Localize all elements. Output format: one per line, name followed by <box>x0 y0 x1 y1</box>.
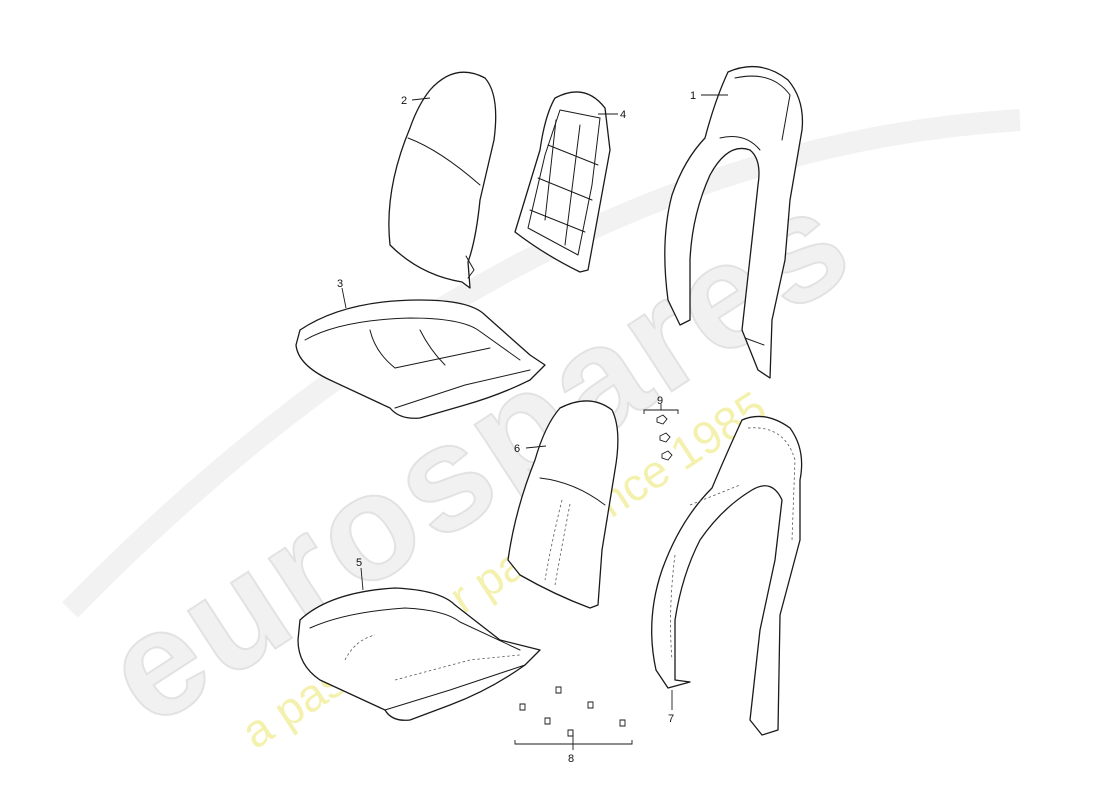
callout-9: 9 <box>657 395 663 407</box>
leader-6 <box>525 445 547 449</box>
callout-leaders <box>341 94 728 750</box>
leader-9-bracket <box>643 404 679 414</box>
part-8-clips <box>519 686 626 737</box>
callout-2: 2 <box>401 95 407 107</box>
part-2-backrest-cover <box>388 71 497 289</box>
watermark-swoosh <box>62 109 1021 618</box>
part-9-clips <box>656 414 673 461</box>
leader-8-bracket <box>514 740 633 750</box>
part-1-side-bolster <box>664 66 804 379</box>
part-6-backrest-cushion <box>507 400 619 609</box>
leader-2 <box>411 97 431 101</box>
leader-5 <box>360 567 364 591</box>
callout-3: 3 <box>337 278 343 290</box>
callout-labels: 1 2 3 4 5 6 7 8 9 <box>337 90 696 765</box>
part-7-bolster-cushion <box>651 415 803 736</box>
callout-1: 1 <box>690 90 696 102</box>
leader-3 <box>341 287 347 309</box>
callout-6: 6 <box>514 443 520 455</box>
part-5-seat-cushion <box>297 587 541 721</box>
callout-4: 4 <box>620 109 626 121</box>
callout-8: 8 <box>568 753 574 765</box>
part-3-seat-cover <box>295 299 546 419</box>
callout-7: 7 <box>668 713 674 725</box>
callout-5: 5 <box>356 557 362 569</box>
part-4-backrest-frame <box>514 91 611 273</box>
